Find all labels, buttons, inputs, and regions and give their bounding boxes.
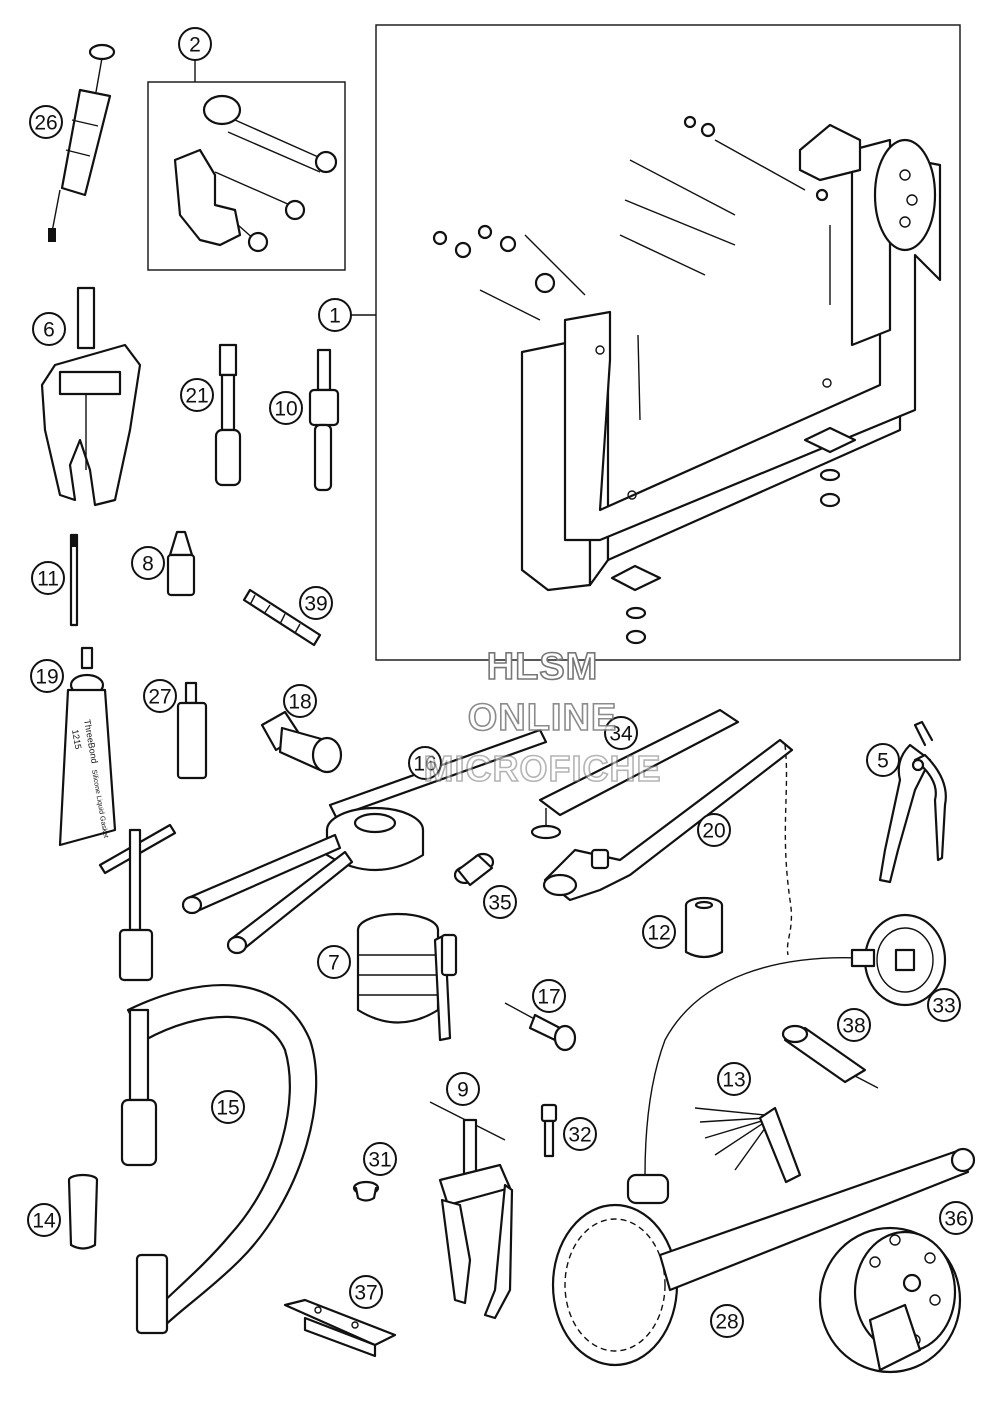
callout-label: 9: [457, 1079, 469, 1102]
bottle-27: [176, 681, 208, 780]
special-tool-21: [214, 343, 242, 487]
callout-11: 11: [31, 561, 65, 595]
watermark-line-1: HLSM: [486, 645, 599, 689]
callout-9: 9: [446, 1072, 480, 1106]
callout-label: 38: [842, 1015, 865, 1038]
callout-label: 1: [329, 305, 341, 328]
callout-label: 26: [34, 112, 57, 135]
callout-label: 31: [368, 1149, 391, 1172]
watermark-line-2: ONLINE: [467, 696, 618, 740]
callout-32: 32: [563, 1117, 597, 1151]
callout-14: 14: [27, 1203, 61, 1237]
pin-tool-38: [781, 1024, 879, 1089]
bolt-32: [540, 1103, 558, 1158]
callout-36: 36: [939, 1201, 973, 1235]
callout-label: 17: [537, 986, 560, 1009]
callout-19: 19: [30, 659, 64, 693]
callout-label: 34: [609, 723, 633, 746]
block-37: [283, 1298, 397, 1358]
callout-7: 7: [317, 945, 351, 979]
callout-label: 7: [328, 952, 340, 975]
callout-38: 38: [837, 1008, 871, 1042]
sleeve-12: [684, 896, 724, 959]
callout-8: 8: [131, 546, 165, 580]
syringe: [48, 43, 116, 242]
callout-label: 2: [189, 34, 201, 57]
circlip-pliers: [878, 720, 947, 884]
tool-17: [504, 1002, 577, 1052]
degree-wheel-33: [626, 913, 947, 1205]
callout-17: 17: [532, 979, 566, 1013]
two-jaw-puller: [429, 1101, 514, 1320]
callout-label: 28: [715, 1311, 738, 1334]
callout-label: 13: [722, 1069, 745, 1092]
callout-label: 21: [185, 385, 208, 408]
feeler-gauge-13: [694, 1106, 802, 1184]
piston-ring-compressor: [356, 912, 458, 1042]
callout-label: 20: [702, 820, 725, 843]
callout-2: 2: [178, 27, 212, 61]
adapter-set: [173, 94, 338, 253]
callout-label: 10: [274, 398, 297, 421]
callout-34: 34: [604, 716, 638, 750]
callout-label: 19: [35, 666, 58, 689]
valve-spring-compressor: [98, 823, 318, 1335]
callout-label: 33: [932, 995, 955, 1018]
chain-holder: [542, 738, 794, 956]
callout-20: 20: [697, 813, 731, 847]
callout-15: 15: [211, 1090, 245, 1124]
callout-label: 5: [877, 750, 889, 773]
cage-14: [67, 1173, 99, 1250]
callout-label: 32: [568, 1124, 591, 1147]
rotor-tool-36: [818, 1226, 962, 1374]
callout-21: 21: [180, 378, 214, 412]
callout-label: 6: [43, 319, 55, 342]
callout-16: 16: [408, 746, 442, 780]
pin-11: [69, 533, 79, 627]
callout-39: 39: [299, 586, 333, 620]
callout-37: 37: [349, 1275, 383, 1309]
adapter-set-frame-box: [147, 81, 346, 271]
callout-label: 14: [32, 1210, 56, 1233]
callout-13: 13: [717, 1062, 751, 1096]
watermark-line-3: MICROFICHE: [423, 747, 662, 790]
engine-stand-frame-box: [375, 24, 961, 661]
socket-35: [453, 852, 495, 887]
adapter-18: [260, 710, 343, 774]
callout-35: 35: [483, 885, 517, 919]
callout-label: 12: [647, 922, 670, 945]
spring-39: [242, 588, 322, 647]
bottle-8: [166, 530, 196, 597]
three-jaw-puller: [40, 286, 142, 507]
engine-stand: [432, 115, 942, 645]
callout-1: 1: [318, 298, 352, 332]
callout-label: 16: [413, 753, 436, 776]
callout-label: 15: [216, 1097, 239, 1120]
callout-28: 28: [710, 1304, 744, 1338]
callout-12: 12: [642, 915, 676, 949]
callout-label: 37: [354, 1282, 377, 1305]
extractor-10: [308, 348, 340, 492]
callout-5: 5: [866, 743, 900, 777]
callout-31: 31: [363, 1142, 397, 1176]
callout-27: 27: [143, 679, 177, 713]
callout-26: 26: [29, 105, 63, 139]
callout-33: 33: [927, 988, 961, 1022]
clutch-holder-28: [551, 1147, 976, 1367]
cap-31: [352, 1180, 380, 1202]
callout-label: 18: [288, 691, 311, 714]
callout-label: 27: [148, 686, 171, 709]
callout-10: 10: [269, 391, 303, 425]
callout-label: 11: [37, 568, 59, 591]
callout-label: 39: [304, 593, 327, 616]
callout-6: 6: [32, 312, 66, 346]
tube-code-label: 1215: [70, 729, 83, 750]
callout-18: 18: [283, 684, 317, 718]
callout-label: 35: [488, 892, 511, 915]
holding-wrench-34: [530, 708, 740, 840]
callout-label: 8: [142, 553, 154, 576]
callout-label: 36: [944, 1208, 967, 1231]
sealant-tube: ThreeBond 1215 Silicone Liquid Gasket: [58, 646, 117, 847]
